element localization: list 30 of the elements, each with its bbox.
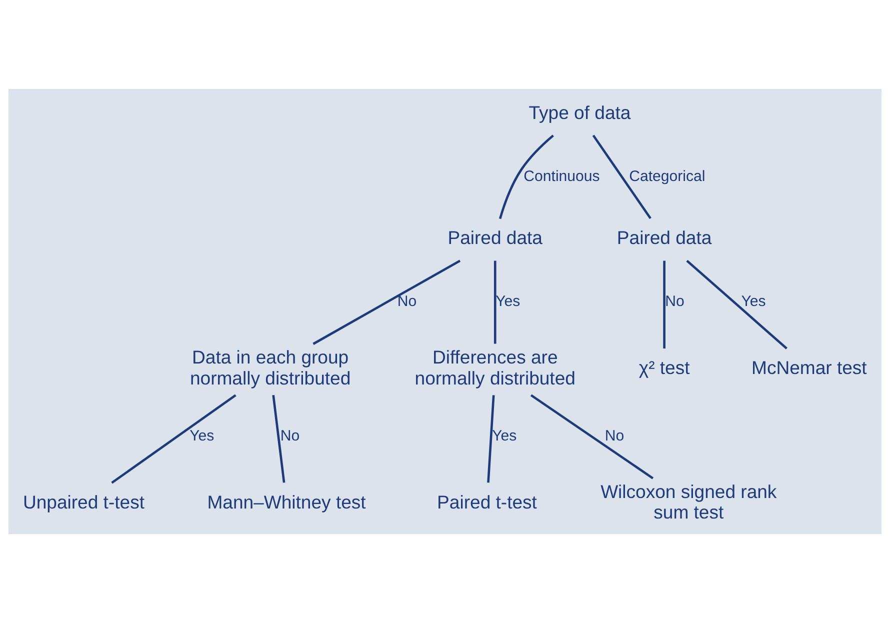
edge-label: Continuous [524,168,600,185]
edge-label: Yes [492,427,517,444]
connector [498,134,554,219]
connector [686,259,788,349]
connector [530,394,654,479]
connector [312,259,461,344]
node-text: Type of data [528,101,631,122]
node-text: Paired data [616,226,712,248]
node-text: Unpaired t-test [22,490,144,512]
connector [487,394,495,482]
node-text: Mann–Whitney test [207,490,366,512]
connector [494,260,496,344]
node-text: Paired t-test [437,490,537,512]
connector [111,394,236,484]
edge-label: No [665,292,684,310]
edge-label: Categorical [629,168,706,185]
edge-label: Yes [190,427,214,444]
edge-label: No [397,292,417,310]
connector [272,394,286,482]
edge-label: Yes [741,292,766,310]
connector [592,134,652,219]
connector [663,260,666,348]
node-text: Wilcoxon signed rank sum test [600,480,777,522]
edge-label: No [604,427,624,444]
node-text: McNemar test [752,356,867,378]
node-text: Paired data [448,226,543,248]
node-text: Data in each group normally distributed [190,346,351,388]
node-text: χ² test [638,356,690,378]
edge-label: No [280,427,300,444]
node-text: Differences are normally distributed [414,346,576,388]
